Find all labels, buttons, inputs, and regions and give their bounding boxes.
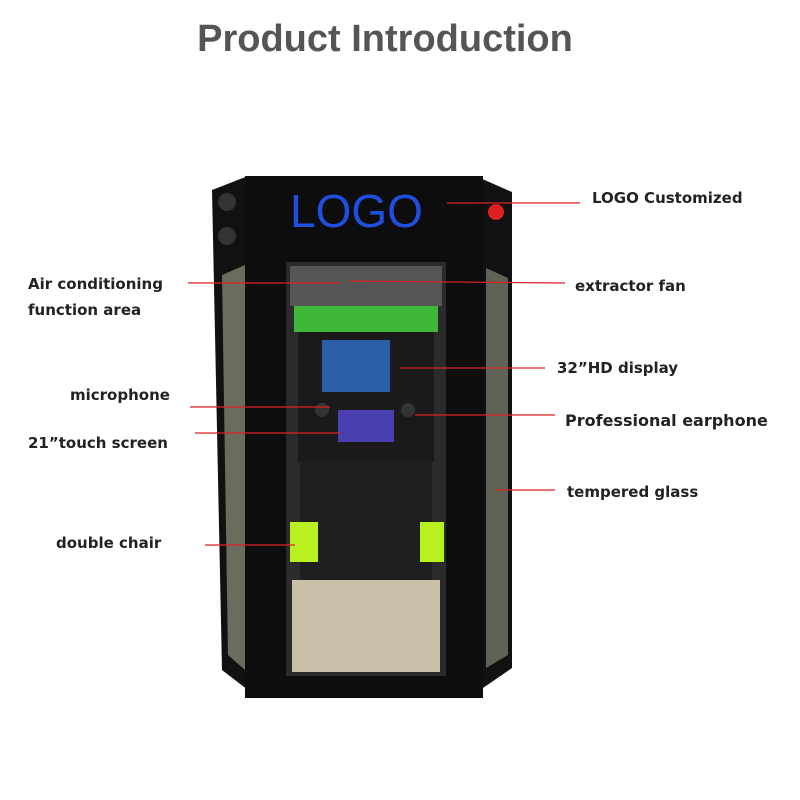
label-touch-screen: 21”touch screen: [28, 434, 168, 452]
label-double-chair: double chair: [56, 534, 162, 552]
marquee-sign: [294, 306, 438, 332]
label-air-conditioning-2: function area: [28, 301, 142, 319]
red-light: [488, 204, 504, 220]
label-air-conditioning: Air conditioning: [28, 275, 163, 293]
label-logo-customized: LOGO Customized: [592, 189, 743, 207]
label-hd-display: 32”HD display: [557, 359, 679, 377]
page-title: Product Introduction: [197, 18, 573, 60]
hd-display: [322, 340, 390, 392]
label-microphone: microphone: [70, 386, 170, 404]
label-tempered-glass: tempered glass: [567, 483, 699, 501]
booth-logo: LOGO: [290, 185, 423, 237]
right-seat: [420, 522, 444, 562]
leader-lines: [188, 202, 580, 546]
label-extractor-fan: extractor fan: [575, 277, 686, 295]
left-seat: [290, 522, 318, 562]
label-earphone: Professional earphone: [565, 411, 768, 430]
touch-screen: [338, 410, 394, 442]
